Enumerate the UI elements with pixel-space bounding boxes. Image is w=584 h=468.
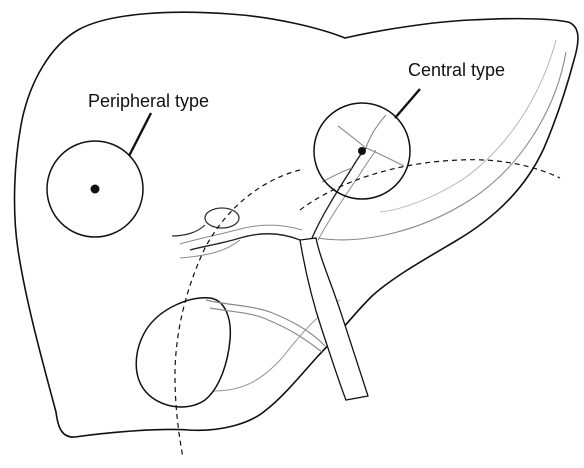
central-dot — [358, 147, 366, 155]
central-type-label: Central type — [408, 60, 505, 80]
peripheral-dot — [91, 185, 100, 194]
peripheral-type-label: Peripheral type — [88, 91, 209, 111]
porta-loop — [205, 208, 239, 228]
